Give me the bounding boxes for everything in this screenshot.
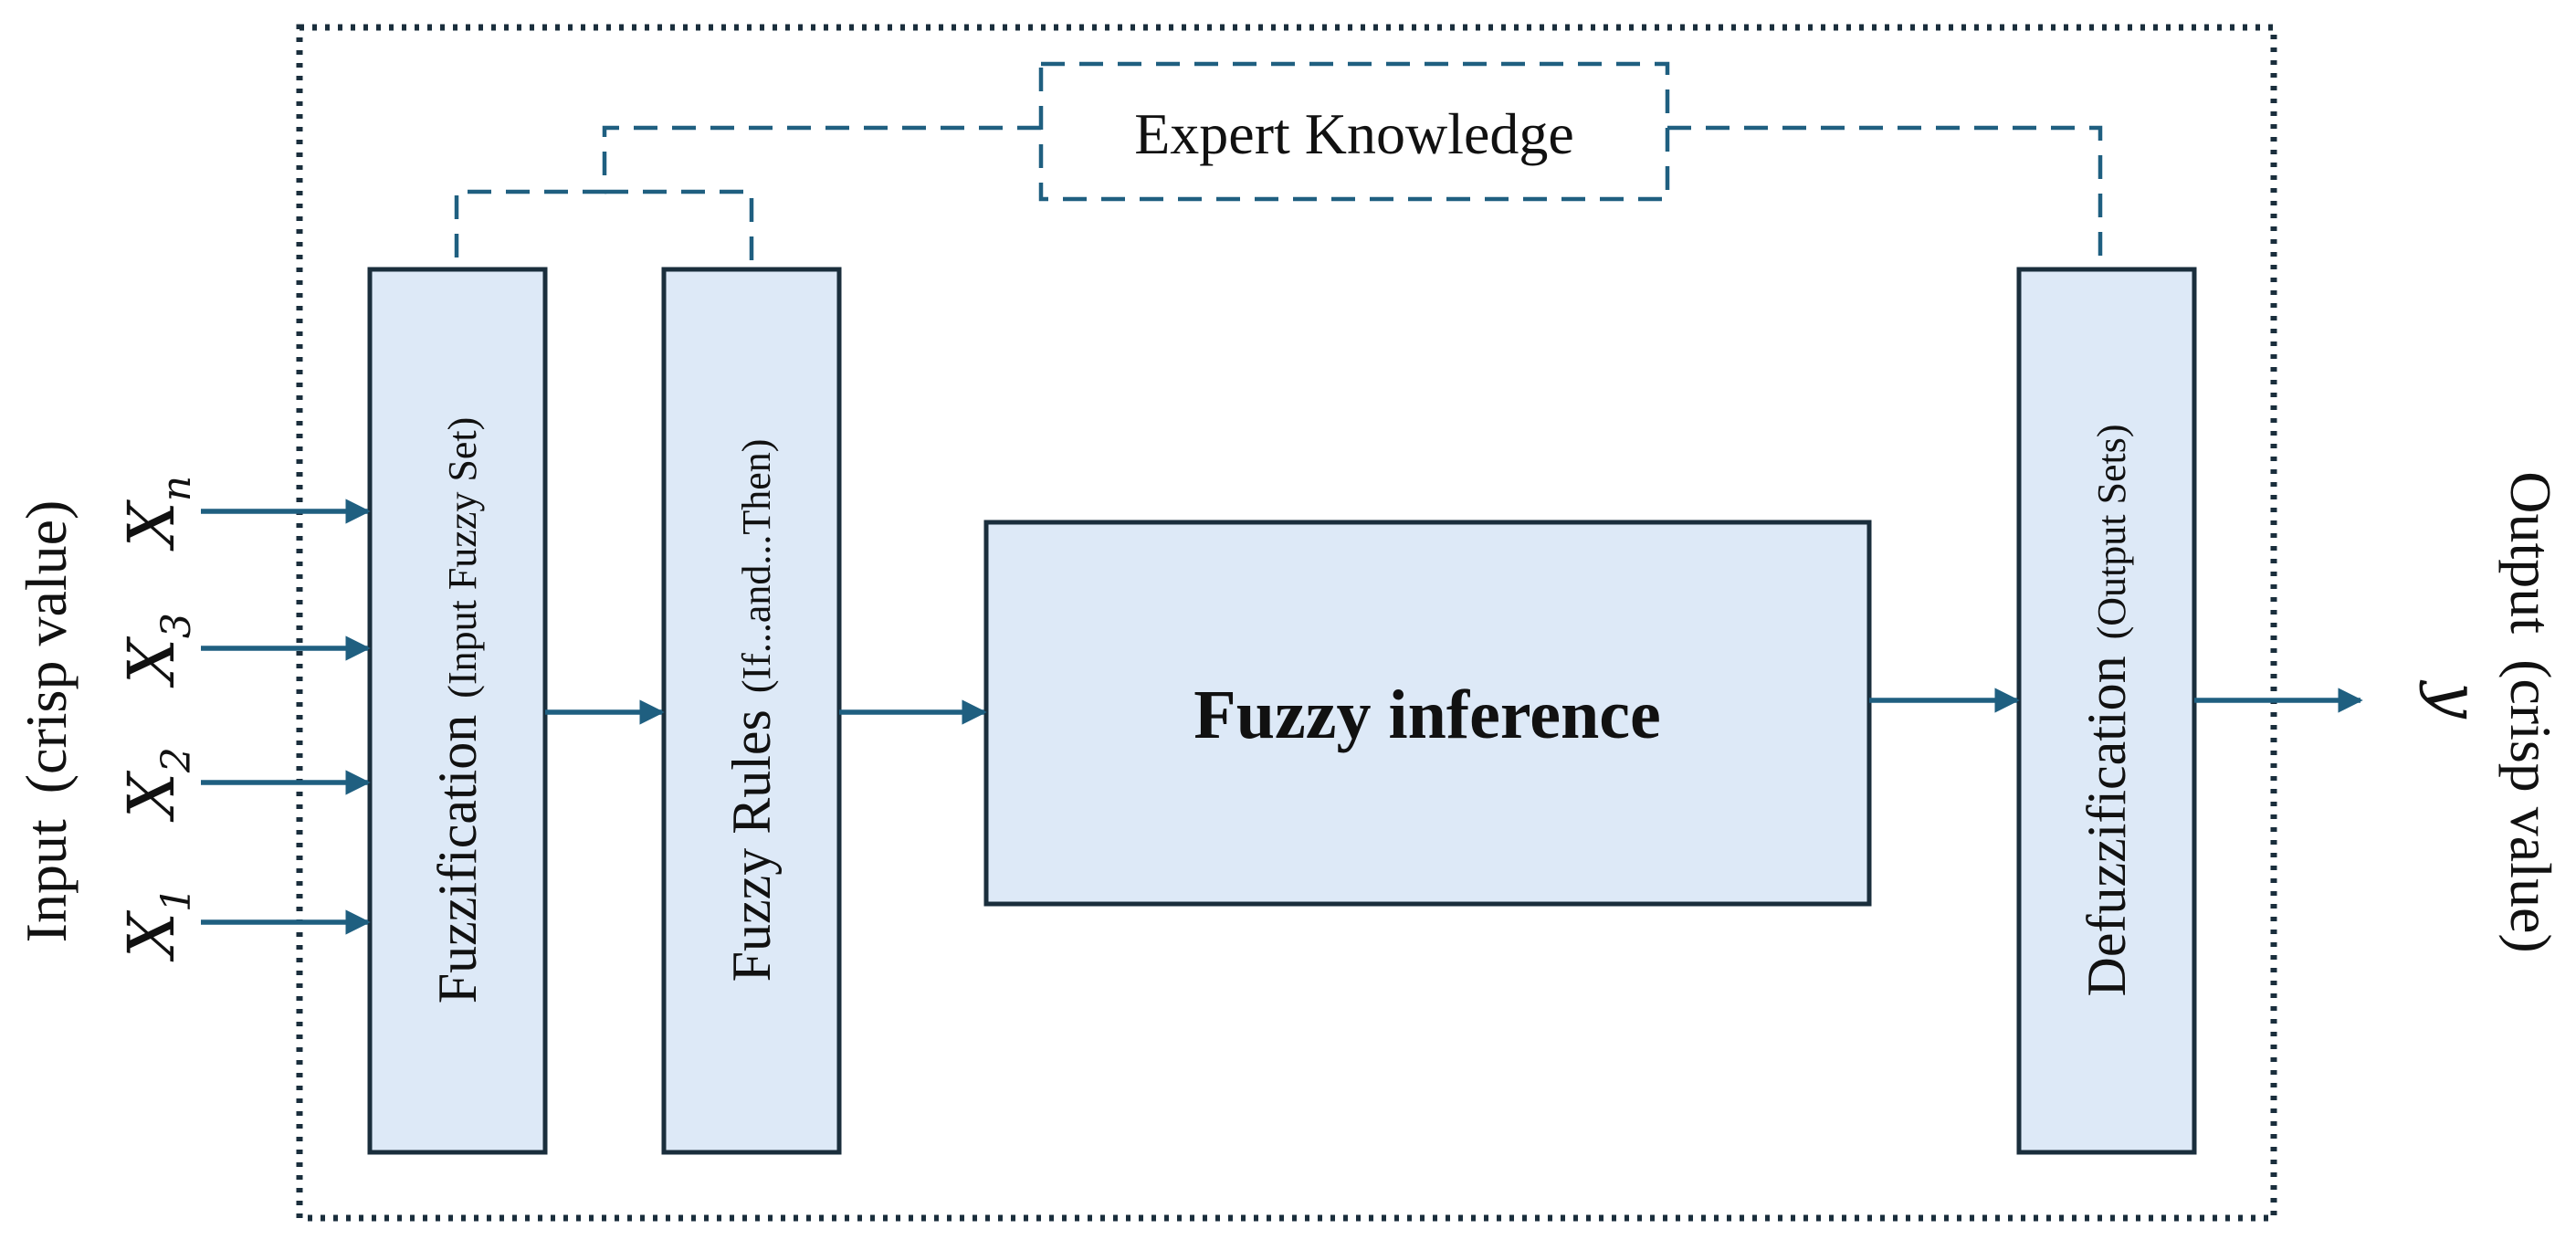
fuzzy-rules-label: Fuzzy Rules (If...and...Then) bbox=[721, 439, 782, 982]
expert-knowledge-label: Expert Knowledge bbox=[1134, 101, 1574, 166]
flow-arrows bbox=[545, 688, 2363, 725]
fuzzy-inference-block: Fuzzy inference bbox=[983, 520, 1872, 907]
input-variables: Xn X3 X2 X1 bbox=[114, 476, 200, 962]
knowledge-connector-rules bbox=[605, 189, 754, 269]
input-label: Input (crisp value) bbox=[14, 500, 79, 943]
input-variable-xn: Xn bbox=[114, 476, 200, 551]
input-variable-x3: X3 bbox=[114, 613, 200, 688]
knowledge-connectors bbox=[454, 125, 2103, 269]
expert-knowledge-box: Expert Knowledge bbox=[1038, 61, 1670, 202]
input-variable-x1: X1 bbox=[114, 887, 200, 962]
fuzzification-label: Fuzzification (Input Fuzzy Set) bbox=[427, 417, 488, 1004]
defuzzification-block: Defuzzification (Output Sets) bbox=[2016, 267, 2197, 1155]
knowledge-connector-left bbox=[454, 125, 1041, 269]
output-variable-y: y bbox=[2418, 679, 2493, 720]
fuzzification-block: Fuzzification (Input Fuzzy Set) bbox=[367, 267, 548, 1155]
output-label: Output (crisp value) bbox=[2498, 471, 2563, 952]
input-variable-x2: X2 bbox=[114, 747, 200, 823]
input-arrows bbox=[201, 499, 371, 935]
system-boundary bbox=[296, 24, 2277, 1222]
defuzzification-label: Defuzzification (Output Sets) bbox=[2077, 424, 2137, 996]
fuzzy-inference-label: Fuzzy inference bbox=[1193, 677, 1660, 753]
fuzzy-rules-block: Fuzzy Rules (If...and...Then) bbox=[661, 267, 842, 1155]
knowledge-connector-right bbox=[1667, 125, 2103, 269]
